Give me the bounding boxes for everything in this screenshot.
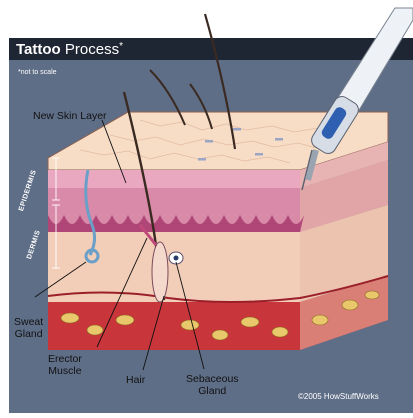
label-hair: Hair [126,374,146,386]
erector-muscle-shape [138,224,158,246]
tattoo-machine [301,7,413,191]
sweat-gland-duct [84,169,97,256]
leader-lines [34,119,205,371]
label-sweat-gland-line2: Gland [14,328,43,340]
title-rest: Process [60,41,120,58]
skin-surface-cells [79,119,339,164]
label-erector-muscle-line1: Erector [48,353,82,365]
scale-note: *not to scale [18,69,57,76]
dermal-papillae [48,215,304,232]
blood-vessel [47,275,389,303]
label-new-skin-layer: New Skin Layer [33,110,107,122]
white-margin-left [0,0,9,413]
sweat-gland-coil [84,248,100,264]
side-face [300,142,388,350]
label-erector-muscle-line2: Muscle [48,365,82,377]
hair-strand-3 [189,83,213,130]
label-sebaceous-gland-line2: Gland [198,385,227,397]
title-main: Tattoo [16,41,61,58]
label-sweat-gland-line1: Sweat [14,316,44,328]
title-bar [0,38,413,60]
hair-strand-4 [203,13,237,150]
label-sebaceous-gland: Sebaceous Gland [186,373,239,397]
label-sweat-gland: Sweat Gland [14,316,43,340]
surface-marks [198,128,283,161]
page-title: Tattoo Process* [16,41,123,59]
hair-strand-2 [149,69,186,126]
hair-follicle [151,241,169,303]
label-erector-muscle: Erector Muscle [48,353,82,377]
fat-cells [60,290,380,341]
title-star: * [119,41,123,52]
copyright: ©2005 HowStuffWorks [298,392,379,401]
label-sebaceous-gland-line1: Sebaceous [186,373,239,385]
layer-brackets [52,157,60,269]
